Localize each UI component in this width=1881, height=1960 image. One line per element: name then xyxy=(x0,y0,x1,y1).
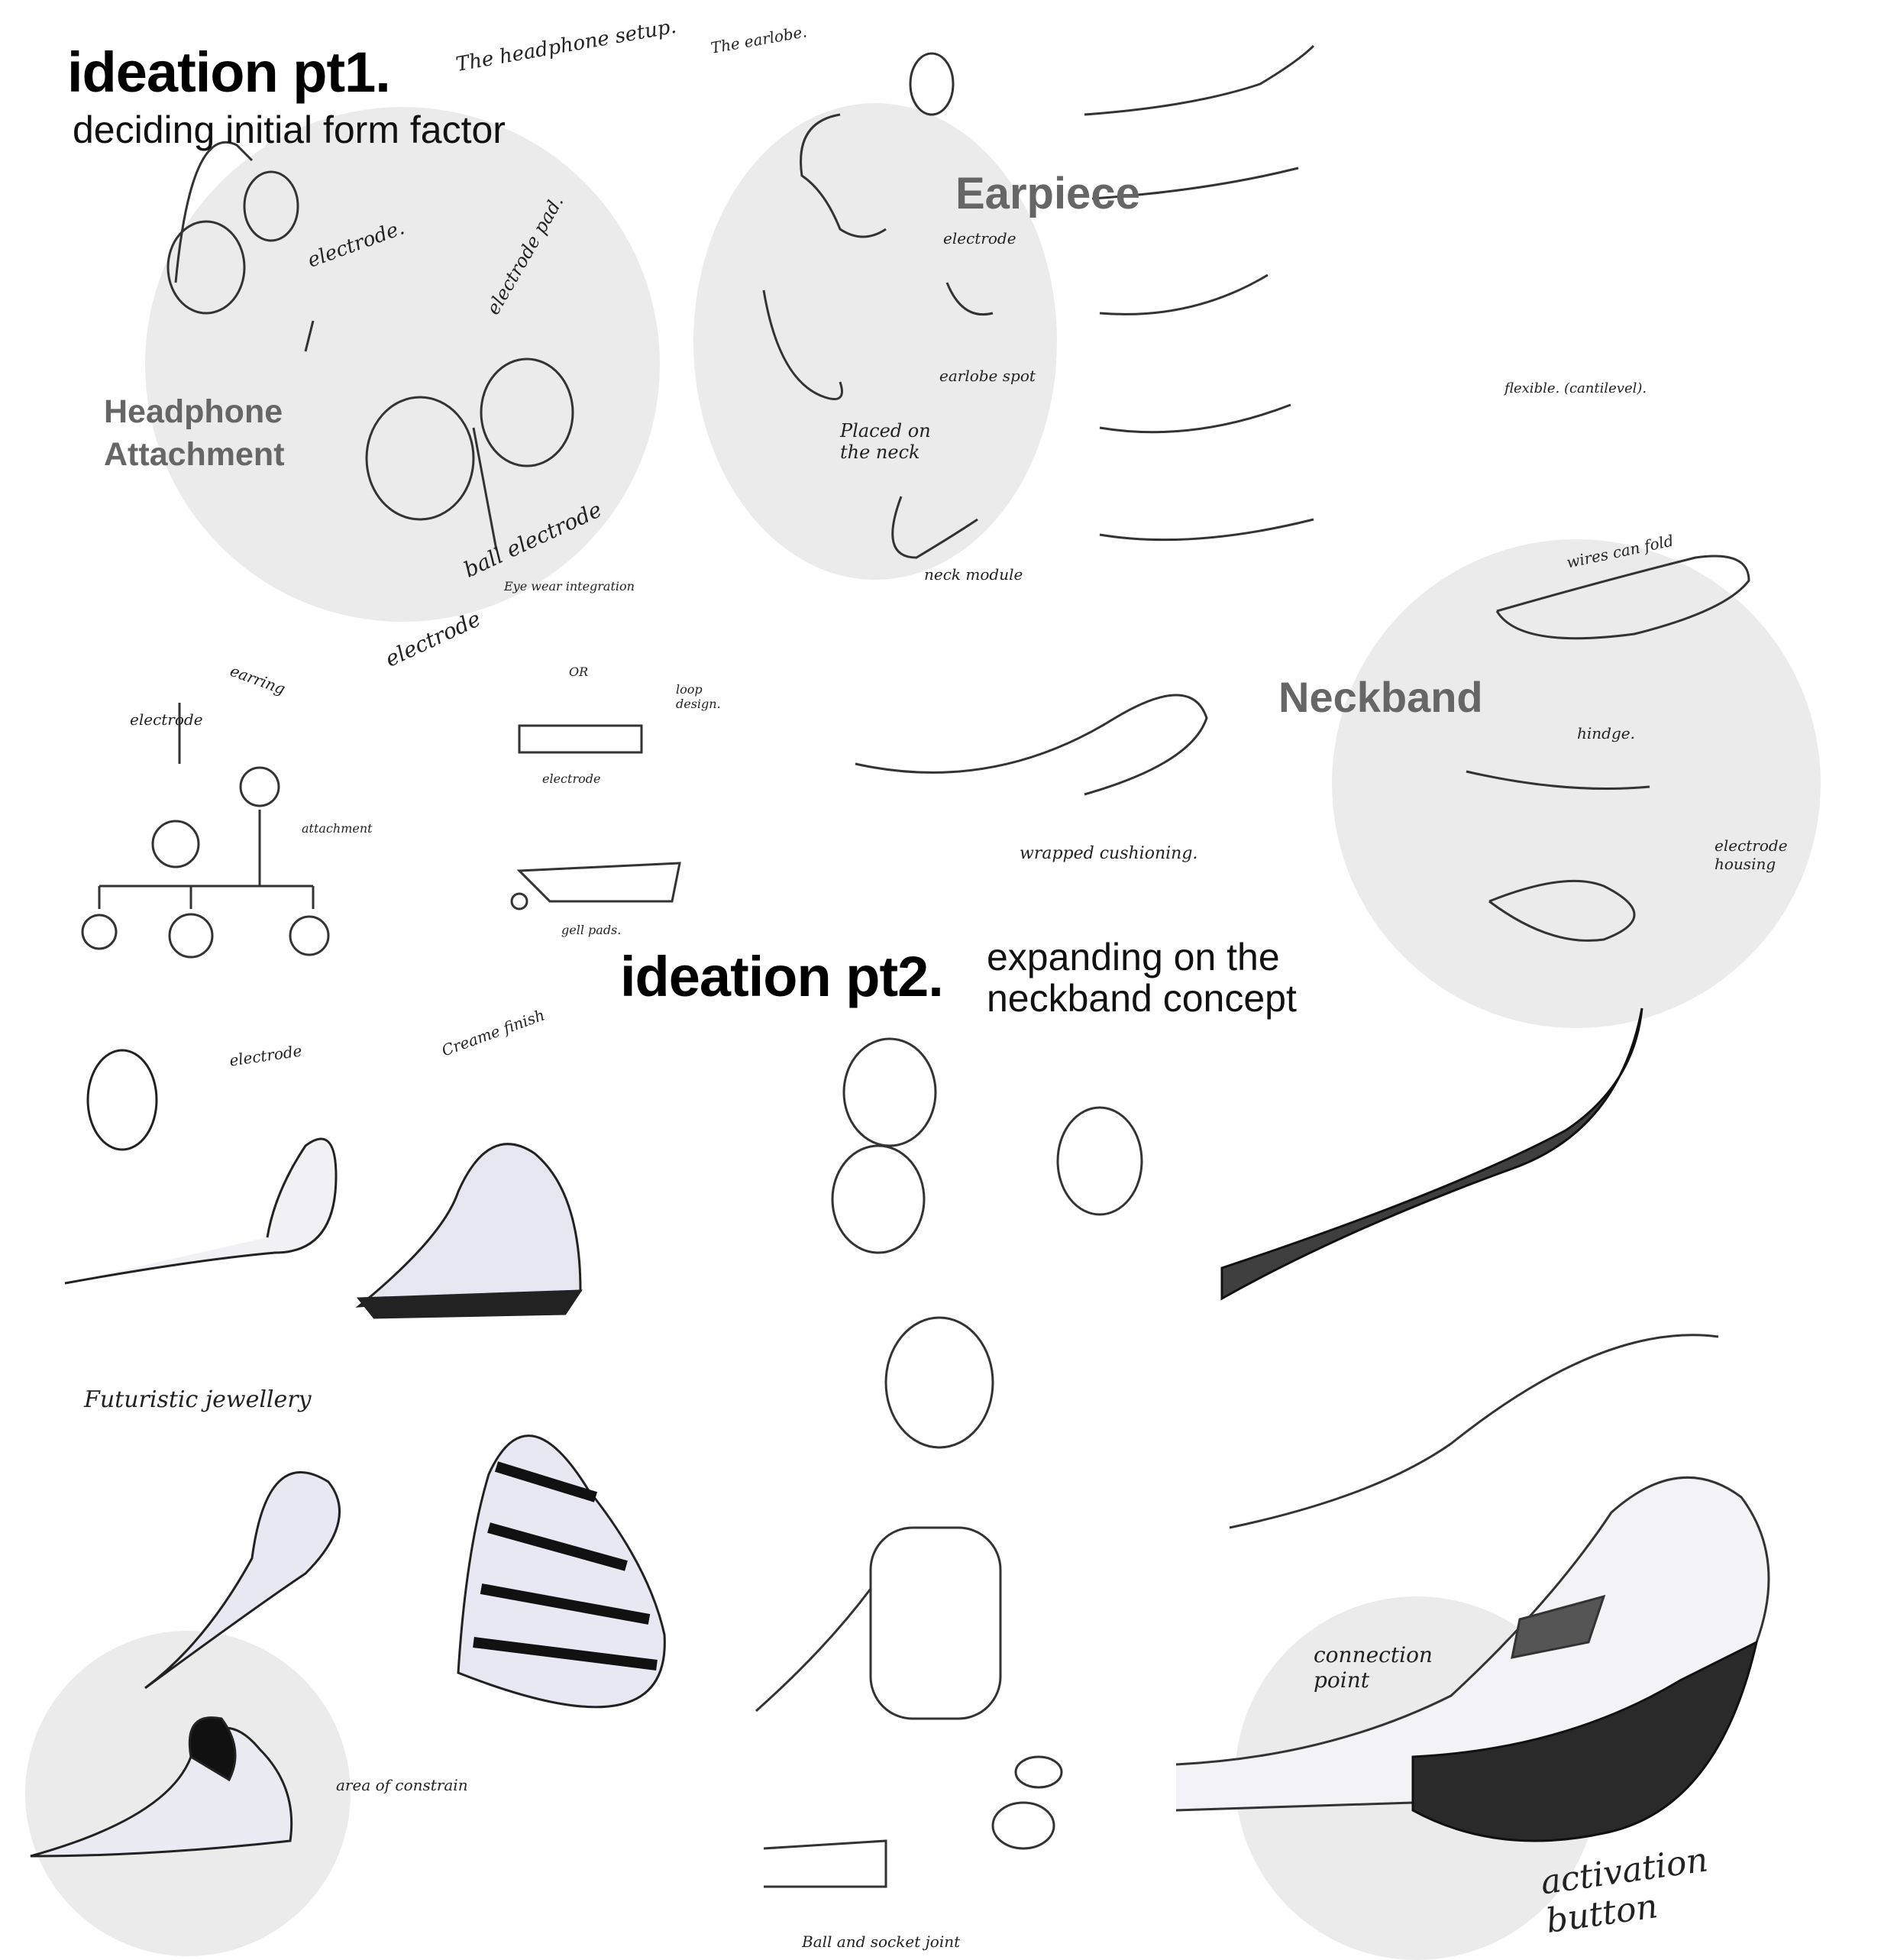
part2-title: ideation pt2. xyxy=(620,945,944,1008)
eyewear-sketch xyxy=(510,724,681,910)
neckband-side-sketches xyxy=(855,44,1750,942)
headphone-circle xyxy=(145,107,660,622)
annotation: Futuristic jewellery xyxy=(84,1386,312,1413)
annotation: area of constrain xyxy=(336,1776,468,1794)
annotation: electrode xyxy=(130,710,203,729)
earpiece-circle xyxy=(693,103,1057,580)
annotation: electrode xyxy=(943,229,1016,247)
part1-title: ideation pt1. xyxy=(67,40,391,104)
earpiece-sketch xyxy=(762,52,994,559)
annotation: hindge. xyxy=(1577,724,1635,742)
section-earpiece: Earpiece xyxy=(955,169,1140,218)
annotation: attachment xyxy=(302,821,373,836)
annotation: flexible. (cantilevel). xyxy=(1504,380,1647,396)
headphone-sketch xyxy=(166,141,574,551)
annotation: electrode xyxy=(542,771,601,786)
annotation: connection point xyxy=(1314,1642,1433,1693)
annotation: electrode housing xyxy=(1715,836,1788,873)
part2-subtitle-line2: neckband concept xyxy=(987,977,1297,1020)
section-neckband: Neckband xyxy=(1278,673,1483,721)
part2-subtitle-line1: expanding on the xyxy=(987,936,1280,978)
earpiece-form-sketches xyxy=(755,1037,1143,1888)
annotation: Eye wear integration xyxy=(504,579,635,593)
part1-subtitle: deciding initial form factor xyxy=(73,108,506,151)
annotation: gell pads. xyxy=(561,923,622,937)
neckband-circle xyxy=(1332,539,1821,1028)
section-headphone-attachment: Headphone Attachment xyxy=(104,393,285,473)
neckband-render xyxy=(1175,1007,1770,1842)
annotation: earlobe spot xyxy=(939,367,1036,385)
annotation: wrapped cushioning. xyxy=(1020,844,1198,863)
jewellery-forms xyxy=(30,1049,666,1858)
annotation: OR xyxy=(569,665,589,679)
annotation: neck module xyxy=(924,565,1023,584)
annotation: Ball and socket joint xyxy=(802,1933,961,1951)
jewellery-sketch xyxy=(81,703,330,959)
annotation: loop design. xyxy=(676,682,721,711)
annotation: Placed on the neck xyxy=(840,420,931,463)
